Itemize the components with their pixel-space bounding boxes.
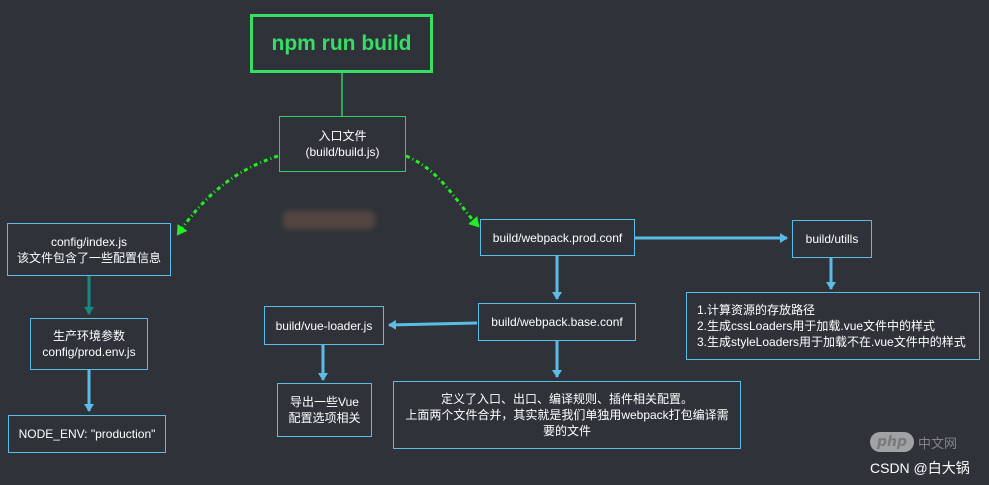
node-utils-notes-line3: 3.生成styleLoaders用于加载不在.vue文件中的样式 bbox=[697, 335, 966, 349]
node-prod-env: 生产环境参数 config/prod.env.js bbox=[30, 318, 148, 370]
node-npm-run-build: npm run build bbox=[250, 14, 433, 73]
csdn-credit: CSDN @白大锅 bbox=[870, 460, 970, 476]
watermark-site: 中文网 bbox=[918, 435, 958, 451]
node-vue-options-line2: 配置选项相关 bbox=[288, 411, 361, 425]
node-entry-file: 入口文件 (build/build.js) bbox=[279, 116, 406, 172]
watermark: php 中文网 bbox=[870, 432, 957, 452]
node-config-index-line2: 该文件包含了一些配置信息 bbox=[16, 250, 161, 265]
node-node-env-label: NODE_ENV: "production" bbox=[18, 427, 156, 441]
node-prod-env-line2: config/prod.env.js bbox=[42, 345, 136, 359]
node-vue-options: 导出一些Vue 配置选项相关 bbox=[277, 383, 372, 437]
node-config-index: config/index.js 该文件包含了一些配置信息 bbox=[7, 223, 171, 276]
edge-entry-to-config-index bbox=[176, 154, 279, 236]
node-utils-notes-line1: 1.计算资源的存放路径 bbox=[697, 303, 816, 317]
node-base-notes-line2: 上面两个文件合并，其实就是我们单独用webpack打包编译需 bbox=[405, 408, 729, 422]
node-vue-options-line1: 导出一些Vue bbox=[290, 395, 359, 409]
node-webpack-prod-conf-label: build/webpack.prod.conf bbox=[492, 230, 623, 245]
php-logo: php bbox=[870, 432, 915, 452]
node-build-utils: build/utills bbox=[792, 220, 872, 258]
node-vue-loader: build/vue-loader.js bbox=[264, 306, 384, 345]
node-webpack-base-conf: build/webpack.base.conf bbox=[478, 303, 636, 341]
node-node-env: NODE_ENV: "production" bbox=[8, 415, 166, 453]
node-build-utils-label: build/utills bbox=[805, 232, 859, 246]
node-npm-run-build-label: npm run build bbox=[271, 31, 412, 55]
node-base-notes: 定义了入口、出口、编译规则、插件相关配置。 上面两个文件合并，其实就是我们单独用… bbox=[393, 381, 741, 449]
node-vue-loader-label: build/vue-loader.js bbox=[275, 318, 373, 333]
redacted-smudge bbox=[283, 211, 375, 229]
edge-entry-to-prod-conf bbox=[405, 154, 480, 228]
node-base-notes-line1: 定义了入口、出口、编译规则、插件相关配置。 bbox=[440, 392, 693, 406]
node-webpack-prod-conf: build/webpack.prod.conf bbox=[480, 219, 635, 256]
node-utils-notes-line2: 2.生成cssLoaders用于加载.vue文件中的样式 bbox=[697, 319, 936, 333]
edge-base-conf-to-vue-loader bbox=[388, 319, 478, 330]
node-utils-notes: 1.计算资源的存放路径 2.生成cssLoaders用于加载.vue文件中的样式… bbox=[686, 292, 980, 360]
node-entry-file-line1: 入口文件 bbox=[318, 129, 367, 143]
node-webpack-base-conf-label: build/webpack.base.conf bbox=[491, 315, 623, 329]
node-config-index-line1: config/index.js bbox=[50, 234, 128, 249]
node-base-notes-line3: 要的文件 bbox=[542, 424, 591, 438]
node-entry-file-line2: (build/build.js) bbox=[305, 145, 380, 159]
node-prod-env-line1: 生产环境参数 bbox=[52, 329, 125, 343]
